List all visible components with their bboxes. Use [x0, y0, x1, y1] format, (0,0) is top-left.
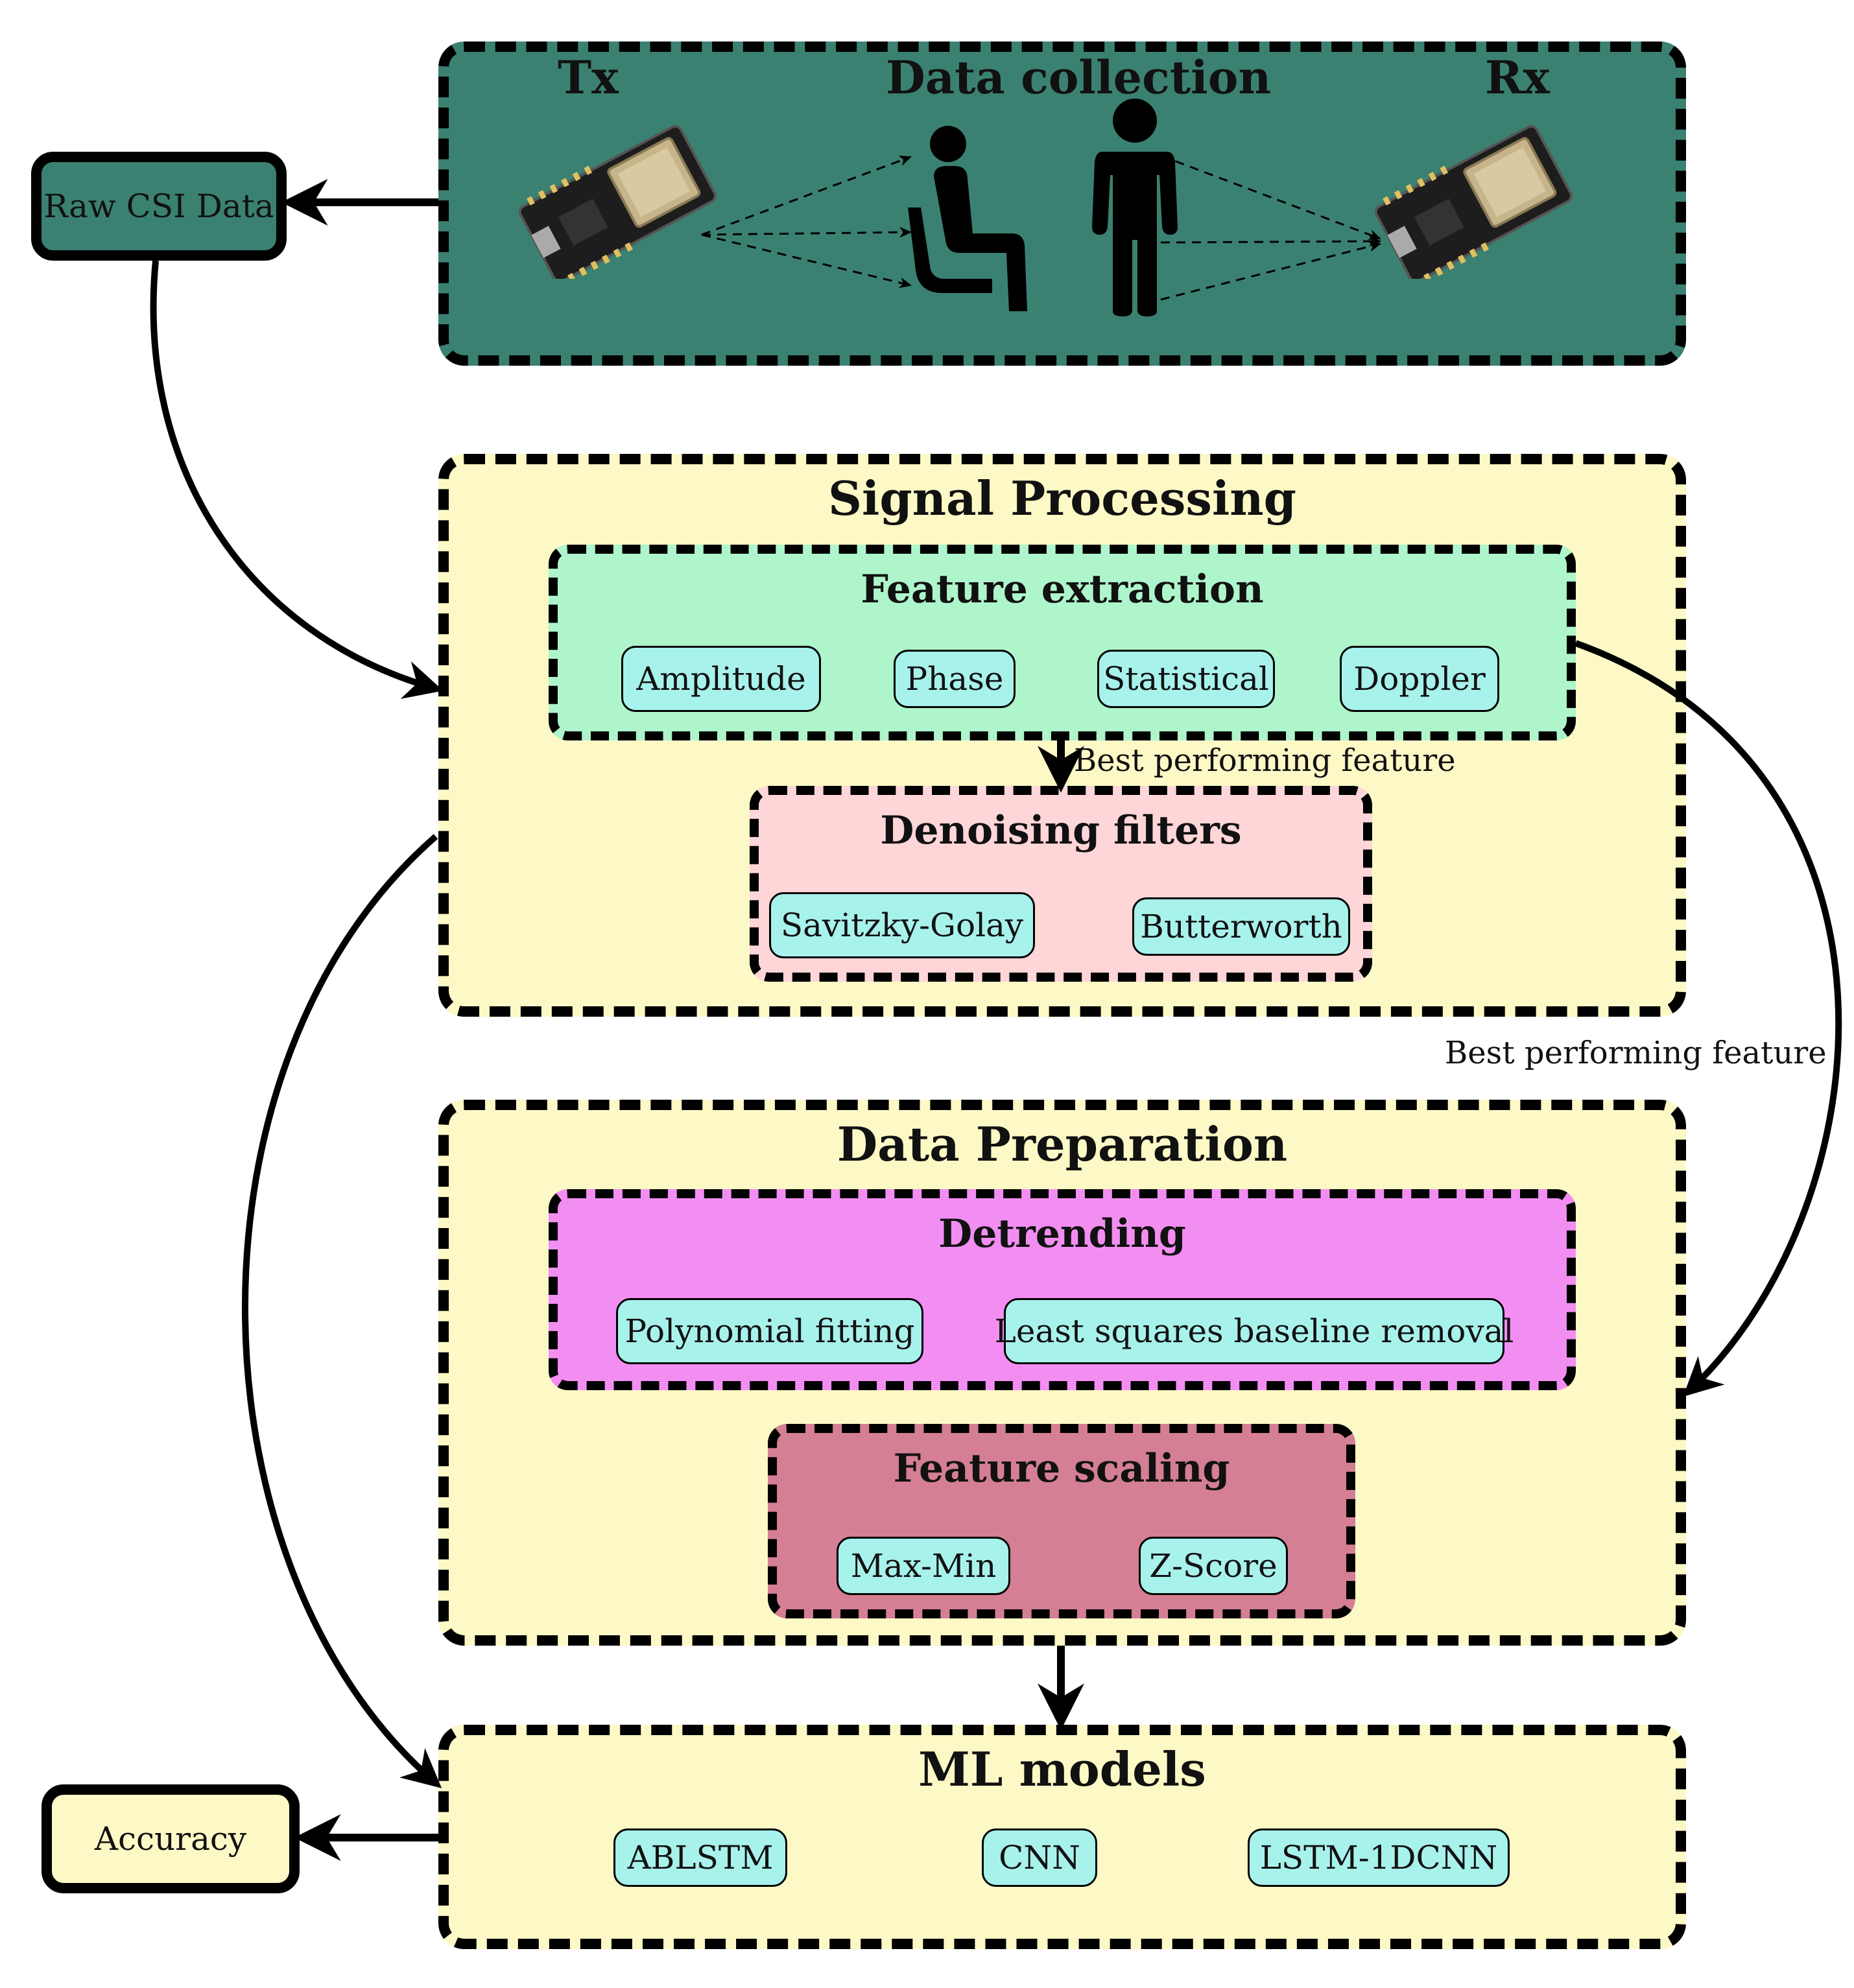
arrow-raw-to-signal: [150, 260, 444, 699]
feature-scaling-title: Feature scaling: [893, 1446, 1230, 1491]
feature-scaling-panel: Feature scaling: [768, 1424, 1355, 1618]
scaling-chip-max-min: Max-Min: [837, 1537, 1010, 1595]
signal-ray-1: [701, 155, 912, 236]
ml-models-title: ML models: [918, 1742, 1206, 1797]
signal-ray-6: [1160, 241, 1382, 301]
feature-chip-statistical: Statistical: [1097, 650, 1275, 708]
filter-chip-savitzky-golay: Savitzky-Golay: [769, 892, 1035, 958]
accuracy-box: Accuracy: [42, 1784, 300, 1893]
data-collection-title: Data collection: [886, 51, 1272, 104]
signal-ray-2: [701, 226, 912, 238]
tx-label: Tx: [558, 51, 619, 104]
signal-ray-3: [701, 233, 912, 289]
feature-extraction-title: Feature extraction: [861, 567, 1264, 612]
feature-chip-phase: Phase: [894, 650, 1016, 708]
model-chip-cnn: CNN: [982, 1828, 1097, 1887]
signal-processing-title: Signal Processing: [828, 471, 1296, 526]
signal-ray-5: [1160, 235, 1382, 247]
scaling-chip-z-score: Z-Score: [1139, 1537, 1288, 1595]
feature-chip-doppler: Doppler: [1340, 646, 1499, 712]
standing-person-icon: [1092, 99, 1178, 316]
arrow-feature-to-preparation: [1575, 640, 1842, 1397]
raw-csi-data-box: Raw CSI Data: [31, 152, 287, 261]
detrending-title: Detrending: [938, 1211, 1186, 1257]
model-chip-lstm-1dcnn: LSTM-1DCNN: [1248, 1828, 1510, 1887]
esp32-board-icon: [518, 124, 717, 279]
arrow-signal-to-ml: [241, 834, 442, 1788]
seated-person-icon: [908, 126, 1027, 311]
data-preparation-title: Data Preparation: [837, 1117, 1288, 1172]
best-feature-note-top: Best performing feature: [1074, 742, 1456, 779]
denoising-filters-title: Denoising filters: [880, 808, 1242, 853]
signal-ray-4: [1160, 154, 1381, 240]
raw-csi-data-label: Raw CSI Data: [43, 187, 274, 225]
detrend-chip-least-squares: Least squares baseline removal: [995, 1298, 1514, 1364]
feature-chip-amplitude: Amplitude: [621, 646, 821, 712]
filter-chip-butterworth: Butterworth: [1132, 897, 1350, 956]
rx-label: Rx: [1485, 51, 1550, 104]
best-feature-note-side: Best performing feature: [1445, 1035, 1827, 1071]
accuracy-label: Accuracy: [94, 1820, 247, 1858]
model-chip-ablstm: ABLSTM: [613, 1828, 787, 1887]
esp32-board-icon: [1374, 124, 1573, 279]
detrend-chip-polynomial-fitting: Polynomial fitting: [616, 1298, 923, 1364]
